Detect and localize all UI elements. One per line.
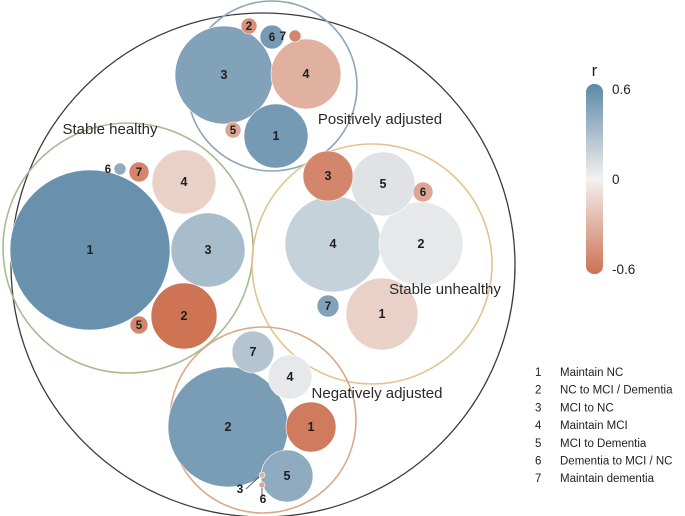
colorbar-title: r — [592, 61, 598, 80]
legend-code: 7 — [535, 473, 541, 485]
legend-label: MCI to Dementia — [560, 438, 647, 450]
legend-item: 4 Maintain MCI — [535, 420, 628, 432]
bubble — [224, 121, 242, 139]
legend-code: 1 — [535, 367, 541, 379]
bubble — [129, 315, 149, 335]
bubble — [150, 282, 218, 350]
legend-item: 1 Maintain NC — [535, 367, 623, 379]
group-negatively-adjusted: 2 1 5 4 7 3 6 Negatively adjusted — [167, 326, 443, 514]
bubble-label: 7 — [325, 301, 331, 313]
bubble-label: 2 — [418, 237, 425, 251]
group-stable-healthy: 1 2 3 4 5 6 7 Stable healthy — [2, 121, 254, 374]
group-ring — [251, 143, 493, 385]
bubble — [258, 481, 266, 489]
legend-label: Maintain dementia — [560, 473, 655, 485]
legend-code: 3 — [535, 402, 541, 414]
legend-item: 6 Dementia to MCI / NC — [535, 456, 672, 468]
group-label: Positively adjusted — [318, 111, 442, 128]
bubble-label: 3 — [325, 169, 332, 183]
bubble-label: 2 — [181, 309, 188, 323]
legend-code: 2 — [535, 385, 541, 397]
bubble — [345, 277, 419, 351]
bubble — [113, 162, 127, 176]
bubble — [170, 212, 246, 288]
legend-code: 5 — [535, 438, 541, 450]
legend-item: 2 NC to MCI / Dementia — [535, 385, 673, 397]
group-stable-unhealthy: 4 2 1 5 3 6 7 Stable unhealthy — [251, 143, 501, 385]
legend-label: Maintain NC — [560, 367, 623, 379]
colorbar: r 0.6 0 -0.6 — [586, 61, 635, 277]
group-label: Stable unhealthy — [389, 281, 501, 298]
bubble — [288, 29, 302, 43]
bubble-label: 1 — [308, 420, 315, 434]
bubble — [128, 161, 150, 183]
group-label: Stable healthy — [62, 121, 158, 138]
bubble — [231, 330, 275, 374]
bubble-label: 5 — [136, 320, 143, 332]
legend-label: NC to MCI / Dementia — [560, 385, 673, 397]
group-label: Negatively adjusted — [312, 385, 443, 402]
bubble — [9, 169, 171, 331]
bubble-label: 4 — [330, 237, 337, 251]
bubble-label: 7 — [136, 167, 142, 179]
bubble — [258, 471, 266, 479]
bubble — [240, 17, 258, 35]
bubble-label: 7 — [250, 345, 257, 359]
bubble-label: 5 — [380, 177, 387, 191]
legend-code: 4 — [535, 420, 542, 432]
colorbar-gradient — [586, 84, 603, 274]
bubble — [243, 103, 309, 169]
legend-label: Dementia to MCI / NC — [560, 456, 672, 468]
legend-label: MCI to NC — [560, 402, 614, 414]
bubble-label: 6 — [105, 164, 111, 176]
bubble — [151, 149, 217, 215]
bubble-label: 1 — [87, 243, 94, 257]
bubble — [259, 24, 285, 50]
bubble — [412, 181, 434, 203]
legend-code: 6 — [535, 456, 541, 468]
bubble-label: 7 — [280, 31, 286, 43]
bubble — [302, 150, 354, 202]
bubble — [285, 401, 337, 453]
bubble — [267, 354, 313, 400]
group-positively-adjusted: 3 4 1 6 2 7 5 Positively adjusted — [174, 0, 442, 172]
bubble-label: 6 — [269, 32, 275, 44]
colorbar-mid-label: 0 — [612, 172, 620, 187]
bubble-label: 6 — [260, 492, 267, 506]
bubble-label: 1 — [379, 307, 386, 321]
bubble-leader-line — [245, 476, 260, 490]
bubble-label: 2 — [246, 21, 252, 33]
bubble — [316, 294, 340, 318]
legend-item: 7 Maintain dementia — [535, 473, 655, 485]
legend-item: 3 MCI to NC — [535, 402, 614, 414]
colorbar-max-label: 0.6 — [612, 82, 631, 97]
legend-item: 5 MCI to Dementia — [535, 438, 647, 450]
bubble-label: 5 — [284, 469, 291, 483]
bubble-label: 1 — [273, 129, 280, 143]
bubble-label: 3 — [237, 482, 244, 496]
bubble-label: 4 — [287, 370, 294, 384]
bubble-label: 4 — [181, 175, 188, 189]
bubble-label: 4 — [303, 67, 310, 81]
bubble-label: 2 — [225, 420, 232, 434]
bubble-label: 3 — [221, 68, 228, 82]
outer-circle — [10, 12, 516, 516]
colorbar-min-label: -0.6 — [612, 262, 635, 277]
legend-label: Maintain MCI — [560, 420, 628, 432]
bubble-label: 6 — [420, 187, 426, 199]
bubble — [270, 38, 342, 110]
bubble-label: 3 — [205, 243, 212, 257]
bubble-label: 5 — [230, 125, 237, 137]
